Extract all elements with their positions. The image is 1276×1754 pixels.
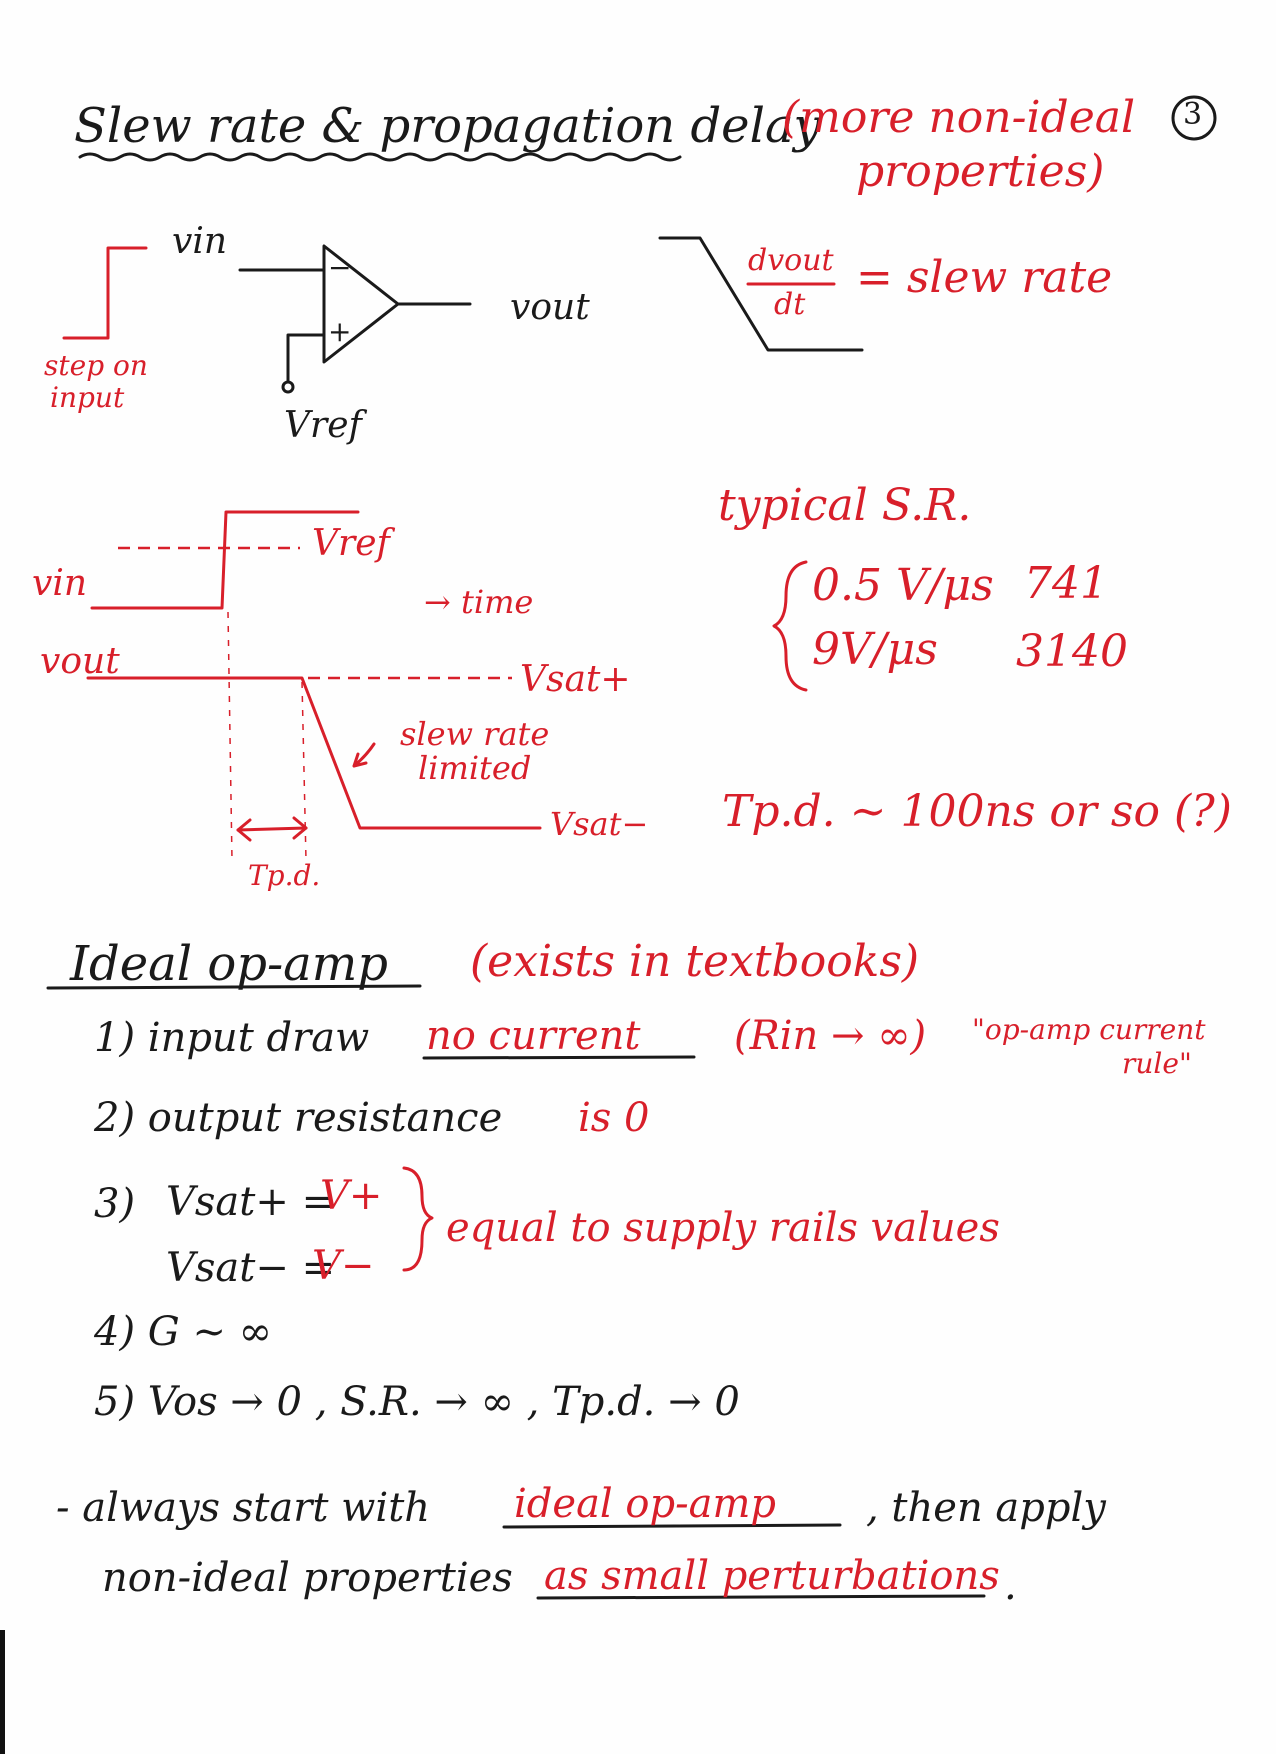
tpd-typical-value: Tp.d. ~ 100ns or so (?) — [722, 786, 1232, 837]
conclusion-line1-prefix: - always start with — [56, 1485, 431, 1531]
typical-row-1-part: 741 — [1024, 558, 1108, 609]
ideal-item-3-line2-left: Vsat− = — [166, 1245, 336, 1291]
circuit-vref-label: Vref — [284, 405, 362, 446]
ideal-item-1: 1) input draw — [94, 1015, 370, 1061]
slew-output-sketch — [658, 236, 864, 352]
vout-waveform — [86, 676, 542, 830]
vsat-minus-label: Vsat− — [550, 805, 649, 843]
plus-input-sign: + — [328, 315, 352, 348]
step-label-line2: input — [50, 381, 125, 414]
vsat-brace — [402, 1166, 434, 1272]
typical-brace — [772, 560, 808, 692]
slew-annotation-line2: limited — [418, 749, 532, 787]
waveform-vout-label: vout — [40, 641, 120, 682]
tpd-arrow-left-head — [236, 818, 252, 842]
vsat-plus-label: Vsat+ — [520, 659, 631, 700]
ideal-item-3-note: equal to supply rails values — [446, 1205, 1000, 1251]
page-title: Slew rate & propagation delay — [74, 98, 821, 154]
ideal-item-4: 4) G ~ ∞ — [94, 1309, 272, 1355]
slew-annotation-arrow — [352, 742, 376, 768]
ideal-op-amp-heading: Ideal op-amp — [70, 936, 389, 992]
waveform-vref-label: Vref — [312, 523, 390, 564]
perturbations-underline — [536, 1594, 986, 1600]
step-label-line1: step on — [44, 349, 148, 382]
ideal-item-1-rule-line2: rule" — [1122, 1047, 1192, 1080]
waveform-vin-label: vin — [32, 563, 88, 604]
op-amp-triangle — [322, 244, 400, 364]
title-note-line2: properties) — [856, 146, 1105, 197]
op-amp-plus-lead — [286, 333, 326, 384]
slew-start-dashed-guide — [301, 681, 307, 861]
ideal-item-1-rule-line1: "op-amp current — [972, 1013, 1206, 1046]
vin-edge-dashed-guide — [227, 611, 233, 861]
ideal-item-1-highlight: no current — [426, 1013, 641, 1059]
ideal-item-3-line1-left: Vsat+ = — [166, 1179, 336, 1225]
conclusion-line2-highlight: as small perturbations — [544, 1553, 1000, 1599]
conclusion-line2-prefix: non-ideal properties — [102, 1555, 513, 1601]
ideal-item-2: 2) output resistance — [94, 1095, 503, 1141]
no-current-underline — [422, 1055, 696, 1060]
circuit-vin-label: vin — [172, 221, 228, 262]
slew-fraction-denominator: dt — [774, 287, 806, 322]
step-input-waveform — [62, 246, 148, 340]
ideal-heading-underline — [46, 984, 422, 990]
page-number-circle — [1171, 95, 1217, 141]
vin-waveform — [90, 510, 360, 610]
ideal-item-5: 5) Vos → 0 , S.R. → ∞ , Tp.d. → 0 — [94, 1379, 740, 1425]
ideal-op-amp-note: (exists in textbooks) — [470, 936, 920, 987]
slew-rate-definition: = slew rate — [856, 252, 1113, 303]
ideal-item-1-rin: (Rin → ∞) — [734, 1013, 927, 1059]
page-number: 3 — [1183, 97, 1203, 132]
conclusion-line1-highlight: ideal op-amp — [514, 1481, 777, 1527]
time-axis-label: → time — [424, 583, 534, 621]
typical-row-2-value: 9V/μs — [812, 624, 938, 675]
ideal-item-2-value: is 0 — [578, 1095, 650, 1141]
minus-input-sign: − — [328, 251, 352, 284]
title-note-line1: (more non-ideal — [782, 92, 1136, 143]
tpd-label: Tp.d. — [248, 859, 321, 892]
ideal-item-3-number: 3) — [94, 1181, 136, 1227]
slew-annotation-line1: slew rate — [400, 715, 550, 753]
circuit-vout-label: vout — [510, 287, 590, 328]
typical-sr-title: typical S.R. — [718, 480, 972, 531]
scan-edge-mark — [0, 1630, 5, 1754]
typical-row-2-part: 3140 — [1016, 626, 1128, 677]
typical-row-1-value: 0.5 V/μs — [812, 560, 994, 611]
conclusion-line1-suffix: , then apply — [866, 1485, 1106, 1531]
ideal-op-amp-underline — [502, 1523, 842, 1529]
vref-node — [281, 380, 295, 394]
slew-fraction-numerator: dvout — [748, 243, 834, 278]
ideal-item-3-line2-right: V− — [312, 1243, 375, 1289]
title-underline — [78, 152, 682, 162]
ideal-item-3-line1-right: V+ — [320, 1173, 383, 1219]
tpd-arrow-right-head — [292, 816, 308, 840]
tpd-arrow-line — [236, 826, 308, 832]
conclusion-line2-end: . — [1004, 1563, 1017, 1609]
